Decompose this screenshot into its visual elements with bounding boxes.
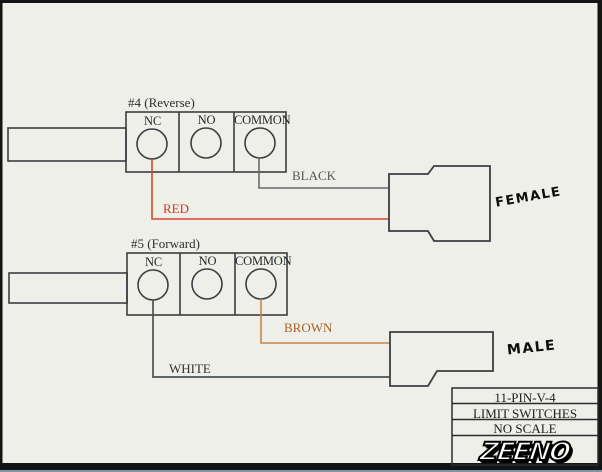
frame-right: [597, 0, 602, 472]
switch-4-terminal-block: [125, 111, 287, 173]
wire-label-white: WHITE: [169, 361, 211, 376]
male-connector-shape: [389, 331, 494, 387]
switch-5-body: [8, 272, 128, 304]
frame-top: [0, 0, 602, 3]
switch-5-nc-terminal-circle: [137, 269, 169, 301]
switch-5-nc-label: NC: [145, 255, 162, 269]
wire-black: [258, 157, 389, 189]
wire-white: [152, 300, 390, 378]
switch-5-common-label: COMMON: [235, 254, 292, 268]
switch-4-nc-label: NC: [144, 114, 161, 128]
title-block-border: [451, 387, 599, 466]
switch-4-common-terminal-circle: [244, 127, 276, 159]
wire-label-black: BLACK: [292, 168, 337, 183]
switch-4-no-label: NO: [197, 113, 216, 127]
title-block-row-title: LIMIT SWITCHES: [472, 405, 578, 421]
switch-4-group: [7, 111, 287, 173]
title-block-row-scale: NO SCALE: [493, 421, 557, 436]
switch-4-common-label: COMMON: [234, 113, 291, 127]
switch-5-common-terminal-circle: [245, 268, 277, 300]
frame-bottom-scan-edge: [0, 470, 602, 472]
title-block-row-drawing-number: 11-PIN-V-4: [494, 390, 556, 405]
wire-label-red: RED: [163, 201, 189, 216]
switch-4-body: [7, 127, 127, 162]
title-block-frame: [451, 387, 599, 466]
switch-5-terminal-block: [126, 252, 288, 316]
switch-4-no-terminal-circle: [190, 127, 222, 159]
company-logo: ZEENO: [477, 436, 573, 467]
switch-5-no-label: NO: [198, 254, 217, 268]
switch-5-label: #5 (Forward): [131, 236, 200, 251]
wire-brown: [260, 299, 390, 344]
wire-red: [151, 159, 389, 220]
switch-4-nc-terminal-circle: [136, 128, 168, 160]
frame-left: [0, 0, 3, 472]
frame-bottom: [0, 463, 602, 470]
wire-label-brown: BROWN: [284, 320, 333, 335]
female-connector-shape: [388, 165, 491, 242]
switch-5-no-terminal-circle: [191, 268, 223, 300]
switch-4-label: #4 (Reverse): [128, 95, 195, 110]
switch-5-group: [8, 252, 288, 316]
